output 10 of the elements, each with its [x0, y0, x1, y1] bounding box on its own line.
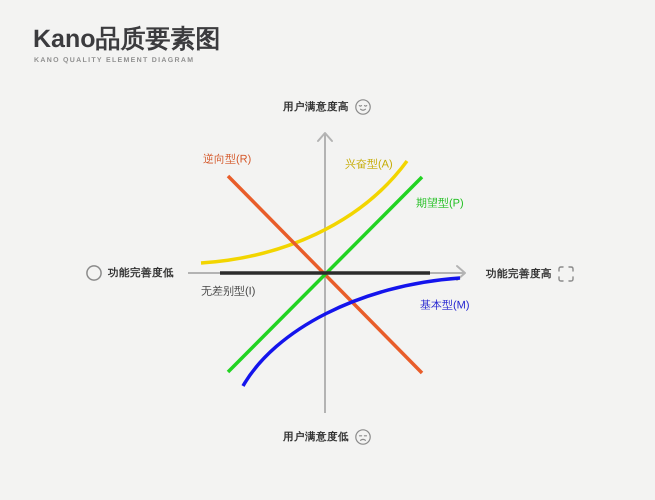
curve-label: 逆向型(R)	[203, 153, 252, 167]
axis-label: 功能完善度高	[486, 268, 552, 280]
curve-label: 基本型(M)	[420, 299, 470, 313]
axis-label: 功能完善度低	[108, 266, 174, 280]
axis-label: 用户满意度高	[283, 100, 349, 114]
curve-label: 兴奋型(A)	[345, 158, 393, 172]
curve-label: 无差别型(I)	[201, 285, 256, 299]
curve-label: 期望型(P)	[416, 197, 464, 211]
title: Kano品质要素图	[33, 24, 220, 54]
axis-label: 用户满意度低	[283, 430, 349, 444]
